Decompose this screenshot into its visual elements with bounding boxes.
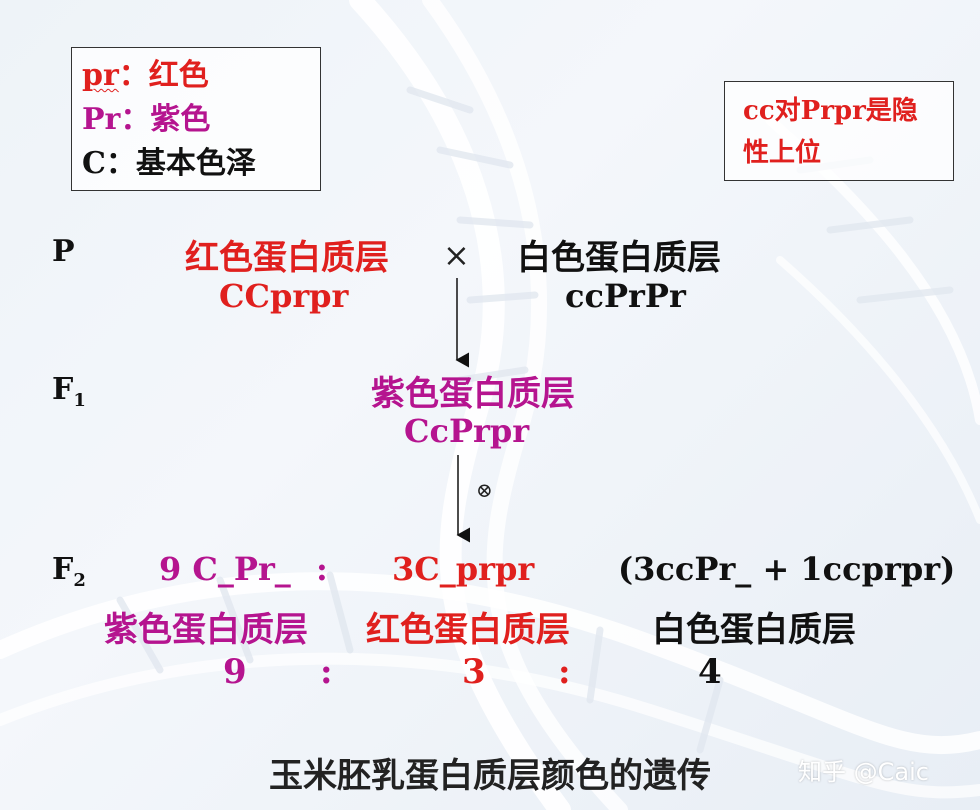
parent-left-genotype: CCprpr [219,277,349,315]
f2-genotype-purple: 9 C_Pr_ [159,550,291,588]
generation-label-f1: F1 [52,372,86,411]
f1-subscript: 1 [73,390,86,411]
legend-code-Pr: Pr [82,102,121,137]
legend-sep: ： [105,146,136,181]
parent-right-genotype: ccPrPr [565,277,686,315]
ratio-sep-1: : [320,652,333,692]
f1-genotype: CcPrpr [404,412,530,450]
zhihu-watermark: 知乎 @Caic [798,758,929,786]
generation-label-p: P [52,234,75,269]
f2-genotype-sep: : [316,550,328,588]
ratio-red: 3 [462,652,486,692]
legend-row-pr: pr：红色 [82,54,320,98]
parent-left-phenotype: 红色蛋白质层 [185,238,389,278]
selfing-symbol: ⊗ [476,478,493,502]
f2-phenotype-white: 白色蛋白质层 [652,610,856,650]
parent-right-phenotype: 白色蛋白质层 [517,238,721,278]
legend-code-pr: pr [82,58,119,93]
ratio-white: 4 [698,652,722,692]
legend-sep: ： [120,102,151,137]
f2-base: F [52,552,74,587]
legend-code-C: C [82,146,106,181]
legend-meaning-base-color: 基本色泽 [135,146,256,181]
generation-label-f2: F2 [52,552,86,591]
allele-legend: pr：红色 Pr：紫色 C：基本色泽 [71,47,321,191]
f2-phenotype-red: 红色蛋白质层 [366,610,570,650]
legend-sep: ： [118,58,149,93]
cross-symbol: × [443,236,470,274]
legend-meaning-purple: 紫色 [150,102,211,137]
epistasis-note-line1: cc对Prpr是隐 [743,96,918,126]
epistasis-note-line2: 性上位 [743,138,822,168]
f1-phenotype: 紫色蛋白质层 [371,374,575,414]
f2-subscript: 2 [73,570,86,591]
ratio-sep-2: : [558,652,571,692]
ratio-purple: 9 [223,652,247,692]
epistasis-note: cc对Prpr是隐 性上位 [724,81,954,181]
f1-base: F [52,372,74,407]
legend-row-C: C：基本色泽 [82,142,320,186]
legend-row-Pr: Pr：紫色 [82,98,320,142]
f2-genotype-white: (3ccPr_ + 1ccprpr) [618,550,956,588]
f2-genotype-red: 3C_prpr [392,550,535,588]
legend-meaning-red: 红色 [148,58,209,93]
slide-caption: 玉米胚乳蛋白质层颜色的遗传 [269,756,711,796]
f2-phenotype-purple: 紫色蛋白质层 [104,610,308,650]
